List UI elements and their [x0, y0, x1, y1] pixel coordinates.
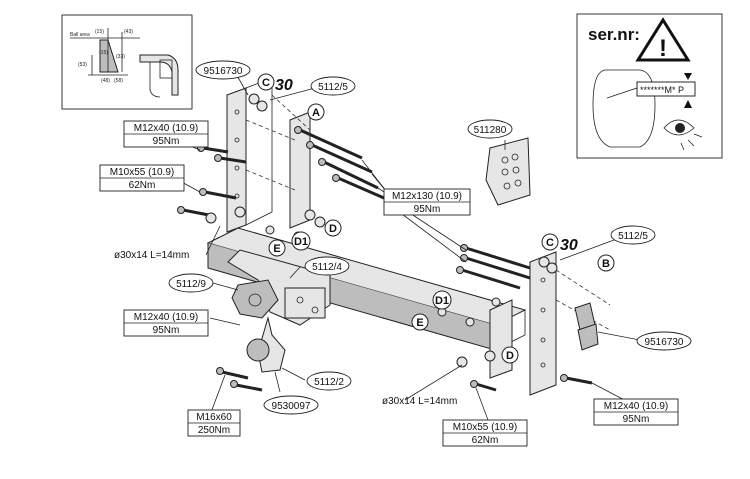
part-label-5112-2: 5112/2: [306, 371, 352, 391]
inset-dim: (48): [101, 78, 110, 84]
tow-ball: [246, 338, 270, 362]
callout-A: A: [307, 103, 325, 121]
inset-note: Ball area: [70, 32, 90, 38]
inset-panel: Ball area (15) (43) (15) (33) (53) (48) …: [61, 14, 193, 110]
callout-D-left: D: [324, 219, 342, 237]
callout-E-right: E: [411, 313, 429, 331]
svg-text:C: C: [546, 237, 554, 249]
svg-text:5112/5: 5112/5: [318, 82, 348, 93]
svg-text:B: B: [602, 258, 610, 270]
serial-title: ser.nr:: [588, 25, 640, 44]
svg-text:5112/2: 5112/2: [314, 377, 344, 388]
svg-text:E: E: [273, 243, 280, 255]
svg-text:D: D: [506, 350, 514, 362]
spec-s5: M16x60 250Nm: [187, 409, 241, 437]
svg-text:5112/5: 5112/5: [618, 231, 648, 242]
callout-C-right: C: [541, 233, 559, 251]
svg-text:62Nm: 62Nm: [472, 435, 499, 446]
spec-s2: M10x55 (10.9) 62Nm: [99, 164, 185, 192]
socket-511280: [485, 137, 531, 206]
serial-plate-text: *******M* P: [640, 85, 684, 95]
angle-mark-top: 30: [275, 77, 293, 94]
inset-dim: (15): [99, 50, 108, 56]
svg-text:M10x55 (10.9): M10x55 (10.9): [110, 167, 174, 178]
svg-text:9516730: 9516730: [204, 66, 243, 77]
inset-dim: (43): [124, 29, 133, 35]
callout-C-left: C: [257, 73, 275, 91]
svg-text:D: D: [329, 223, 337, 235]
callout-B: B: [597, 254, 615, 272]
svg-text:D1: D1: [294, 236, 308, 248]
part-label-5112-9: 5112/9: [168, 273, 214, 293]
svg-text:62Nm: 62Nm: [129, 180, 156, 191]
angle-mark-right: 30: [560, 237, 578, 254]
tube-label-right: ø30x14 L=14mm: [382, 396, 457, 407]
spec-s4: M12x40 (10.9) 95Nm: [123, 309, 209, 337]
svg-text:95Nm: 95Nm: [153, 136, 180, 147]
svg-text:5112/9: 5112/9: [176, 279, 206, 290]
inset-dim: (33): [116, 54, 125, 60]
svg-text:250Nm: 250Nm: [198, 425, 230, 436]
svg-text:5112/4: 5112/4: [312, 262, 342, 273]
svg-text:M12x40 (10.9): M12x40 (10.9): [604, 401, 668, 412]
callout-D1-left: D1: [291, 231, 311, 251]
part-label-511280: 511280: [467, 119, 513, 139]
spec-s6: M10x55 (10.9) 62Nm: [442, 419, 528, 447]
svg-text:D1: D1: [435, 295, 449, 307]
svg-text:95Nm: 95Nm: [414, 204, 441, 215]
part-label-5112-4: 5112/4: [304, 256, 350, 276]
right-plate-B: [574, 302, 599, 351]
inset-dim: (53): [78, 62, 87, 68]
svg-text:9530097: 9530097: [272, 401, 311, 412]
arrow-down-icon: [684, 73, 692, 80]
eye-icon: [663, 119, 703, 151]
svg-text:E: E: [416, 317, 423, 329]
tube-label-left: ø30x14 L=14mm: [114, 250, 189, 261]
svg-text:M12x40 (10.9): M12x40 (10.9): [134, 123, 198, 134]
spec-s7: M12x40 (10.9) 95Nm: [593, 398, 679, 426]
callout-D-right: D: [501, 346, 519, 364]
right-side-bracket: [489, 251, 557, 396]
serial-number-panel: ser.nr: ! *******M* P: [576, 13, 723, 159]
svg-text:M12x130 (10.9): M12x130 (10.9): [392, 191, 462, 202]
part-label-9516730-top: 9516730: [195, 60, 251, 80]
part-label-9516730-right: 9516730: [636, 331, 692, 351]
svg-text:511280: 511280: [474, 125, 507, 136]
svg-text:M12x40 (10.9): M12x40 (10.9): [134, 312, 198, 323]
warning-mark: !: [659, 35, 667, 62]
callout-E-left: E: [268, 239, 286, 257]
right-bolts: [437, 244, 593, 392]
svg-text:A: A: [312, 107, 320, 119]
svg-text:M16x60: M16x60: [196, 412, 232, 423]
svg-text:9516730: 9516730: [645, 337, 684, 348]
arrow-up-icon: [684, 100, 692, 108]
svg-text:95Nm: 95Nm: [623, 414, 650, 425]
svg-text:95Nm: 95Nm: [153, 325, 180, 336]
part-label-5112-5-top: 5112/5: [310, 76, 356, 96]
left-bolts: [177, 93, 385, 241]
part-label-5112-5-right: 5112/5: [610, 225, 656, 245]
part-label-9530097: 9530097: [263, 395, 319, 415]
svg-text:C: C: [262, 77, 270, 89]
inset-dim: (58): [114, 78, 123, 84]
inset-dim: (15): [95, 29, 104, 35]
warning-triangle-icon: !: [635, 17, 691, 62]
svg-text:M10x55 (10.9): M10x55 (10.9): [453, 422, 517, 433]
spec-s3: M12x130 (10.9) 95Nm: [383, 188, 471, 216]
callout-D1-right: D1: [432, 290, 452, 310]
spec-s1: M12x40 (10.9) 95Nm: [123, 120, 209, 148]
tow-ball-neck: [216, 279, 286, 392]
